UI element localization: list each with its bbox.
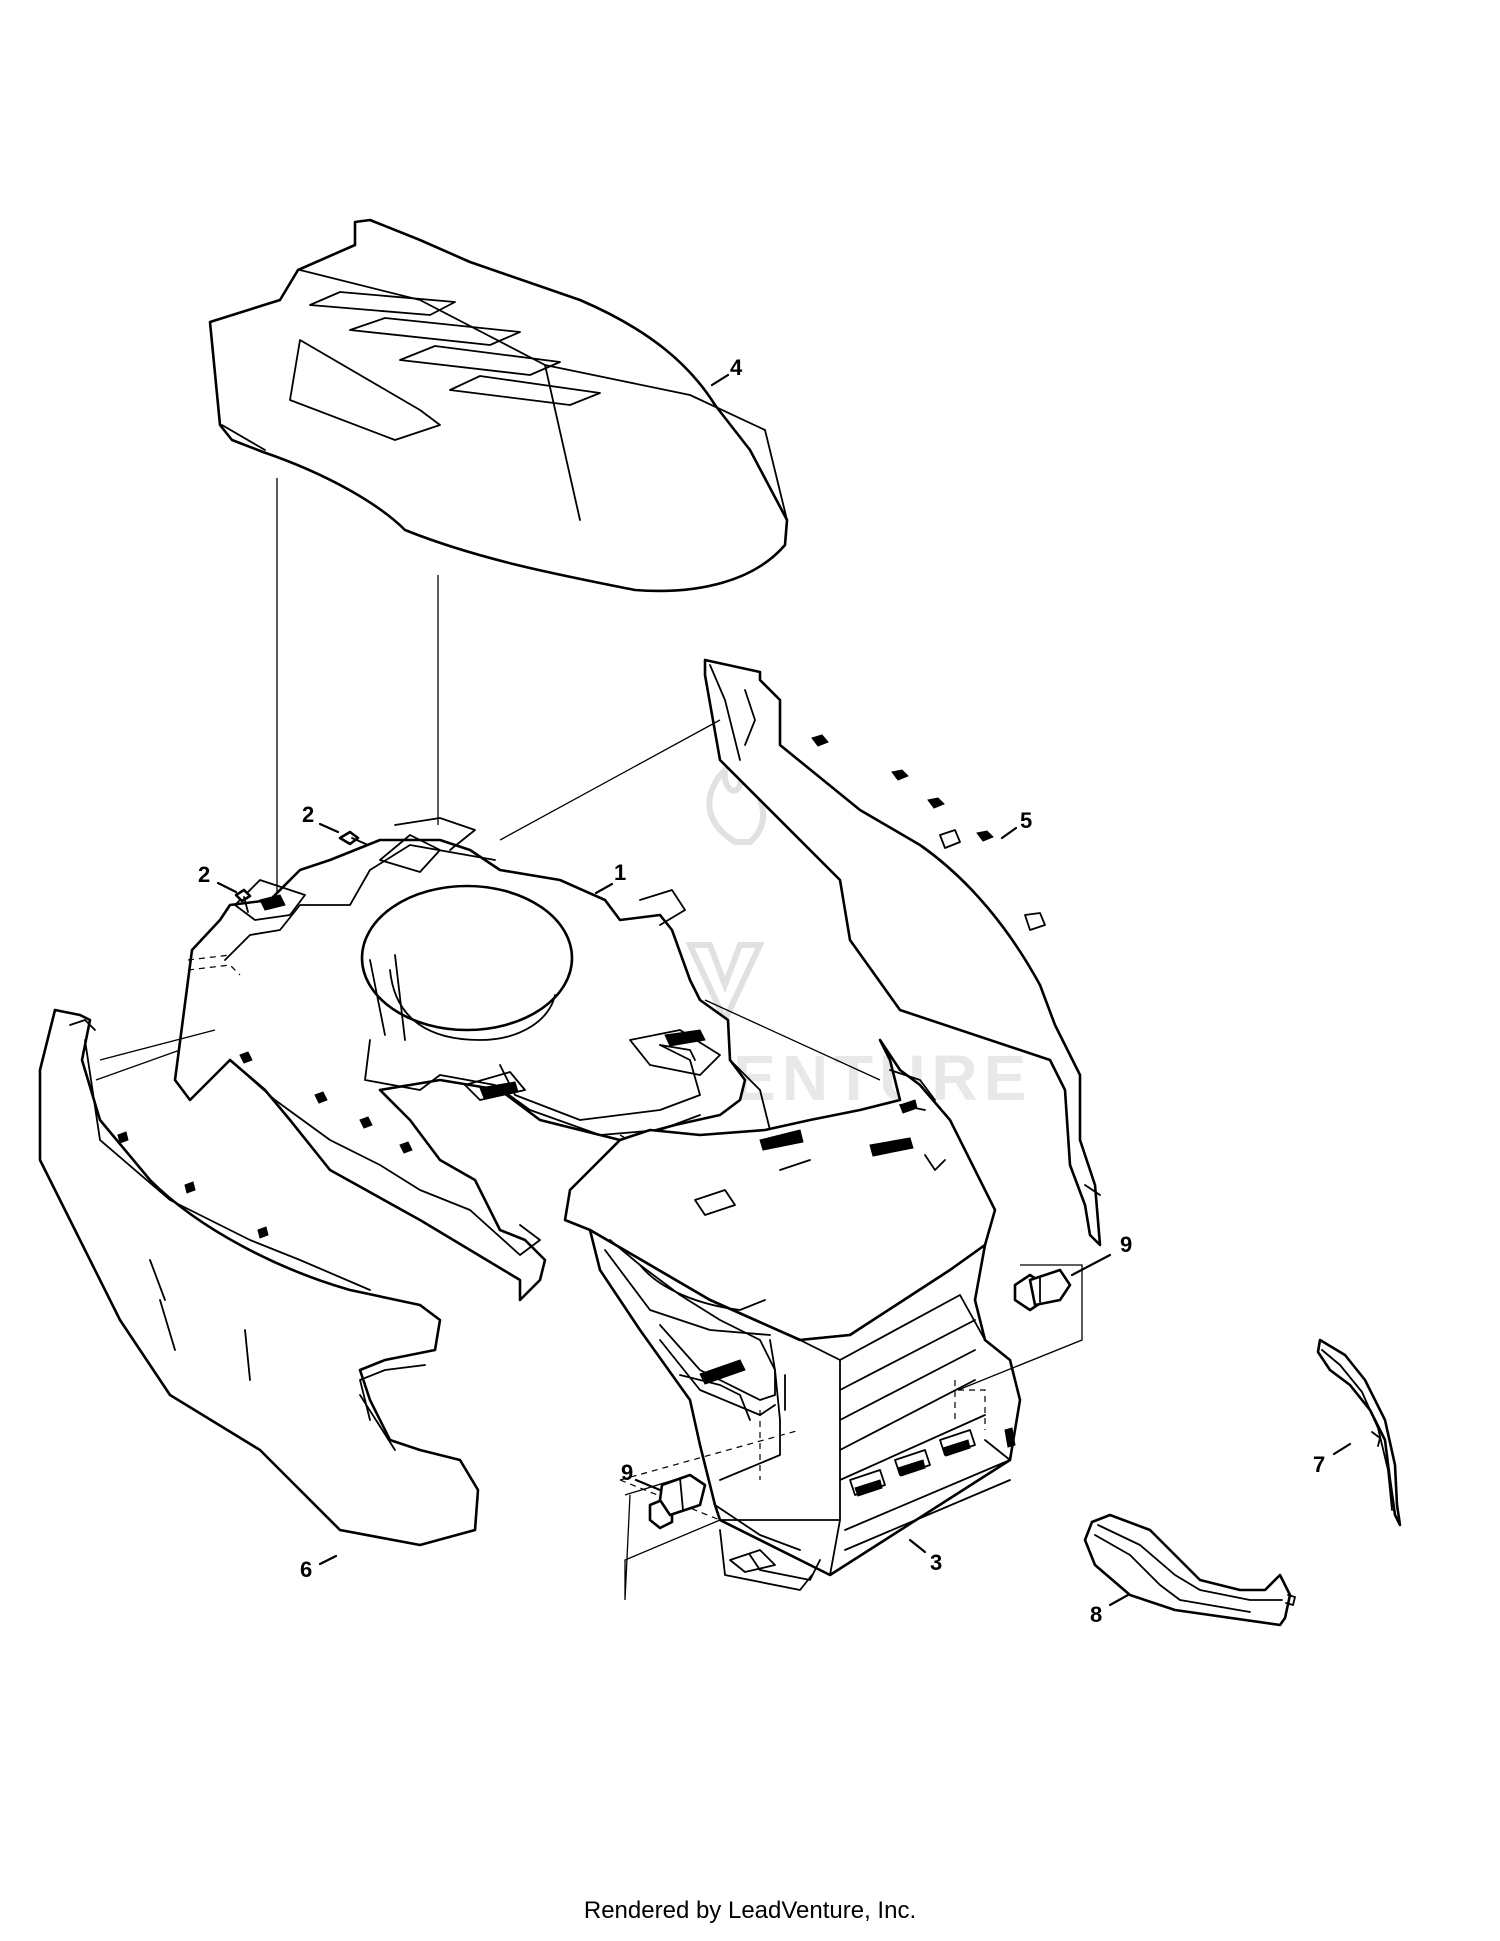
svg-text:8: 8 [1090,1602,1102,1627]
callout-9-left: 9 [621,1460,662,1492]
left-headlight-lens [1083,1513,1296,1627]
left-side-panel [38,1008,480,1547]
right-headlight-lens [1316,1338,1402,1527]
flame-logo-icon [706,761,767,845]
callout-8: 8 [1090,1593,1130,1627]
svg-text:9: 9 [621,1460,633,1485]
grille-bumper-left [648,1473,707,1530]
callout-1: 1 [594,860,626,895]
callout-5: 5 [1000,808,1032,840]
callout-2-left: 2 [198,862,238,894]
grille-bumper-right [1013,1268,1072,1312]
screw-left [234,888,252,913]
svg-text:2: 2 [198,862,210,887]
leader-panel6-frame-2 [95,1049,181,1081]
hood-top [208,218,789,593]
callout-4: 4 [710,355,743,387]
render-credit: Rendered by LeadVenture, Inc. [583,1897,917,1924]
screw-upper [338,830,369,846]
callout-3: 3 [908,1538,942,1575]
hidden-line-grille-center [619,1410,801,1521]
callout-6: 6 [300,1554,338,1582]
hidden-line-frame [187,954,241,976]
svg-text:1: 1 [614,860,626,885]
svg-text:7: 7 [1313,1452,1325,1477]
callout-7: 7 [1313,1442,1352,1477]
leader-panel5-frame [499,719,721,841]
svg-text:3: 3 [930,1550,942,1575]
leader-frame-grille [704,999,881,1081]
hidden-line-grille-right [954,1380,986,1430]
callout-9-right: 9 [1070,1232,1132,1277]
grille [563,1038,1022,1591]
right-side-panel [703,658,1102,1247]
callout-2-upper: 2 [302,802,340,834]
svg-text:9: 9 [1120,1232,1132,1257]
svg-text:5: 5 [1020,808,1032,833]
hood-frame [173,817,771,1302]
svg-text:4: 4 [730,355,743,380]
leader-panel6-frame [99,1029,216,1061]
bracket-bumper-right [957,1264,1083,1391]
svg-text:6: 6 [300,1557,312,1582]
svg-text:2: 2 [302,802,314,827]
